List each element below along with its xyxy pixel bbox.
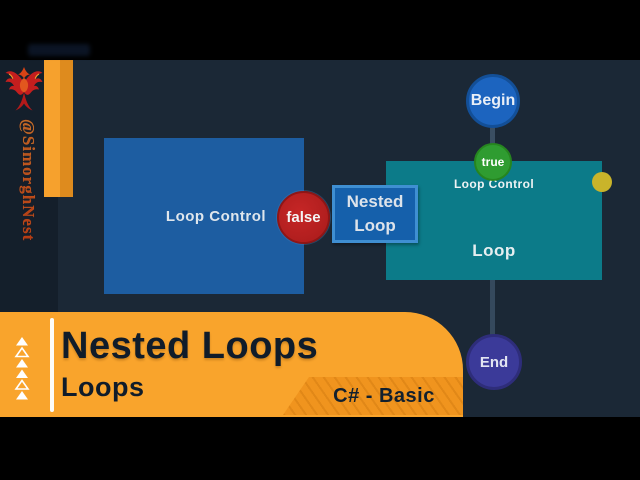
series-subtitle: Loops — [61, 372, 145, 402]
phoenix-logo-icon — [5, 67, 43, 111]
course-level-badge: C# - Basic — [283, 377, 463, 415]
up-arrows-icon — [14, 337, 30, 400]
true-branch-node: true — [474, 143, 512, 181]
false-branch-node: false — [277, 191, 330, 244]
connector-loop-end — [490, 280, 495, 338]
course-level-label: C# - Basic — [333, 384, 435, 407]
begin-node: Begin — [466, 74, 520, 128]
letterbox-bottom — [0, 417, 640, 480]
nested-loop-badge: Nested Loop — [332, 185, 418, 243]
banner-divider — [50, 318, 54, 412]
letterbox-top — [0, 0, 640, 60]
nested-loop-label: Nested Loop — [346, 192, 404, 235]
inner-loop-control-label: Loop Control — [453, 177, 535, 191]
sidebar-accent-bar — [44, 60, 73, 197]
connector-begin-true — [490, 120, 495, 150]
begin-label: Begin — [470, 92, 516, 109]
inner-loop-box: Loop Control Loop — [386, 161, 602, 280]
end-label: End — [479, 353, 509, 371]
false-label: false — [286, 209, 321, 226]
video-title: Nested Loops — [61, 325, 319, 367]
true-label: true — [481, 155, 505, 169]
title-banner: Nested Loops Loops C# - Basic — [0, 312, 463, 417]
faint-watermark — [28, 44, 90, 56]
bullet-dot — [592, 172, 612, 192]
end-node: End — [466, 334, 522, 390]
outer-loop-control-label: Loop Control — [165, 207, 267, 225]
channel-handle: @SimorghNest — [4, 110, 38, 250]
outer-loop-control-box: Loop Control — [104, 138, 304, 294]
inner-loop-label: Loop — [472, 241, 516, 260]
